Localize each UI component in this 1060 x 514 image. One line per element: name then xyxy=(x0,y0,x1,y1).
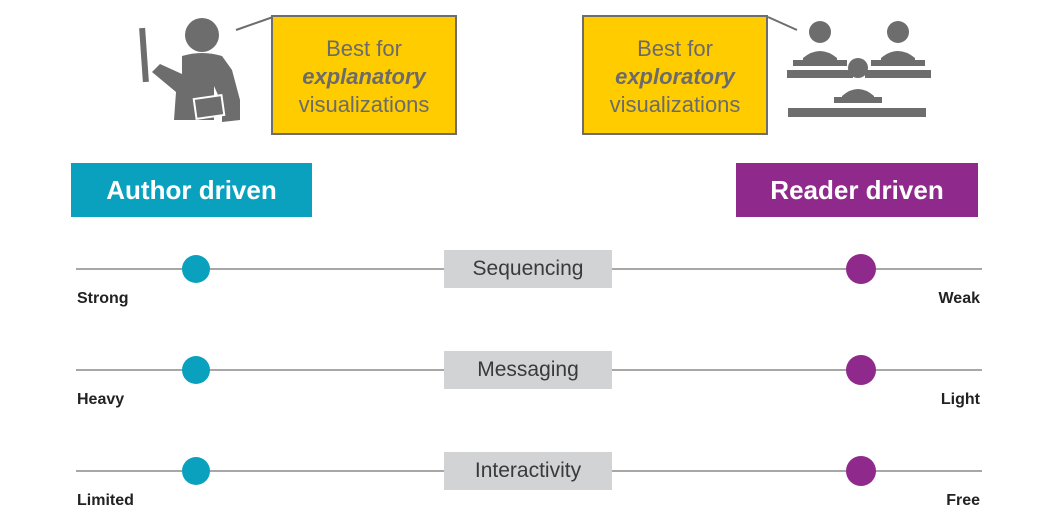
reader-dot xyxy=(846,456,876,486)
reader-dot xyxy=(846,254,876,284)
scale-label-interactivity: Interactivity xyxy=(444,452,612,490)
left-callout-connector xyxy=(235,16,274,31)
scale-right-end: Light xyxy=(940,391,980,408)
scale-left-end: Heavy xyxy=(77,391,125,408)
callout-line: Best for xyxy=(637,36,713,61)
explanatory-callout: Best for explanatory visualizations xyxy=(271,15,457,135)
callout-line: Best for xyxy=(326,36,402,61)
students-at-desks-icon xyxy=(787,21,931,117)
reader-driven-tag: Reader driven xyxy=(736,163,978,217)
teacher-presenting-icon xyxy=(139,18,240,122)
author-dot xyxy=(182,255,210,283)
callout-line: visualizations xyxy=(609,92,741,117)
author-dot xyxy=(182,457,210,485)
scale-label-messaging: Messaging xyxy=(444,351,612,389)
callout-line: visualizations xyxy=(298,92,430,117)
author-driven-tag: Author driven xyxy=(71,163,312,217)
author-dot xyxy=(182,356,210,384)
scale-right-end: Free xyxy=(946,492,980,509)
scale-right-end: Weak xyxy=(938,290,980,307)
scale-label-sequencing: Sequencing xyxy=(444,250,612,288)
right-callout-connector xyxy=(767,16,798,31)
scale-left-end: Strong xyxy=(77,290,129,307)
reader-dot xyxy=(846,355,876,385)
scale-left-end: Limited xyxy=(77,492,134,509)
exploratory-callout: Best for exploratory visualizations xyxy=(582,15,768,135)
callout-emphasis: explanatory xyxy=(302,64,426,89)
callout-emphasis: exploratory xyxy=(615,64,735,89)
